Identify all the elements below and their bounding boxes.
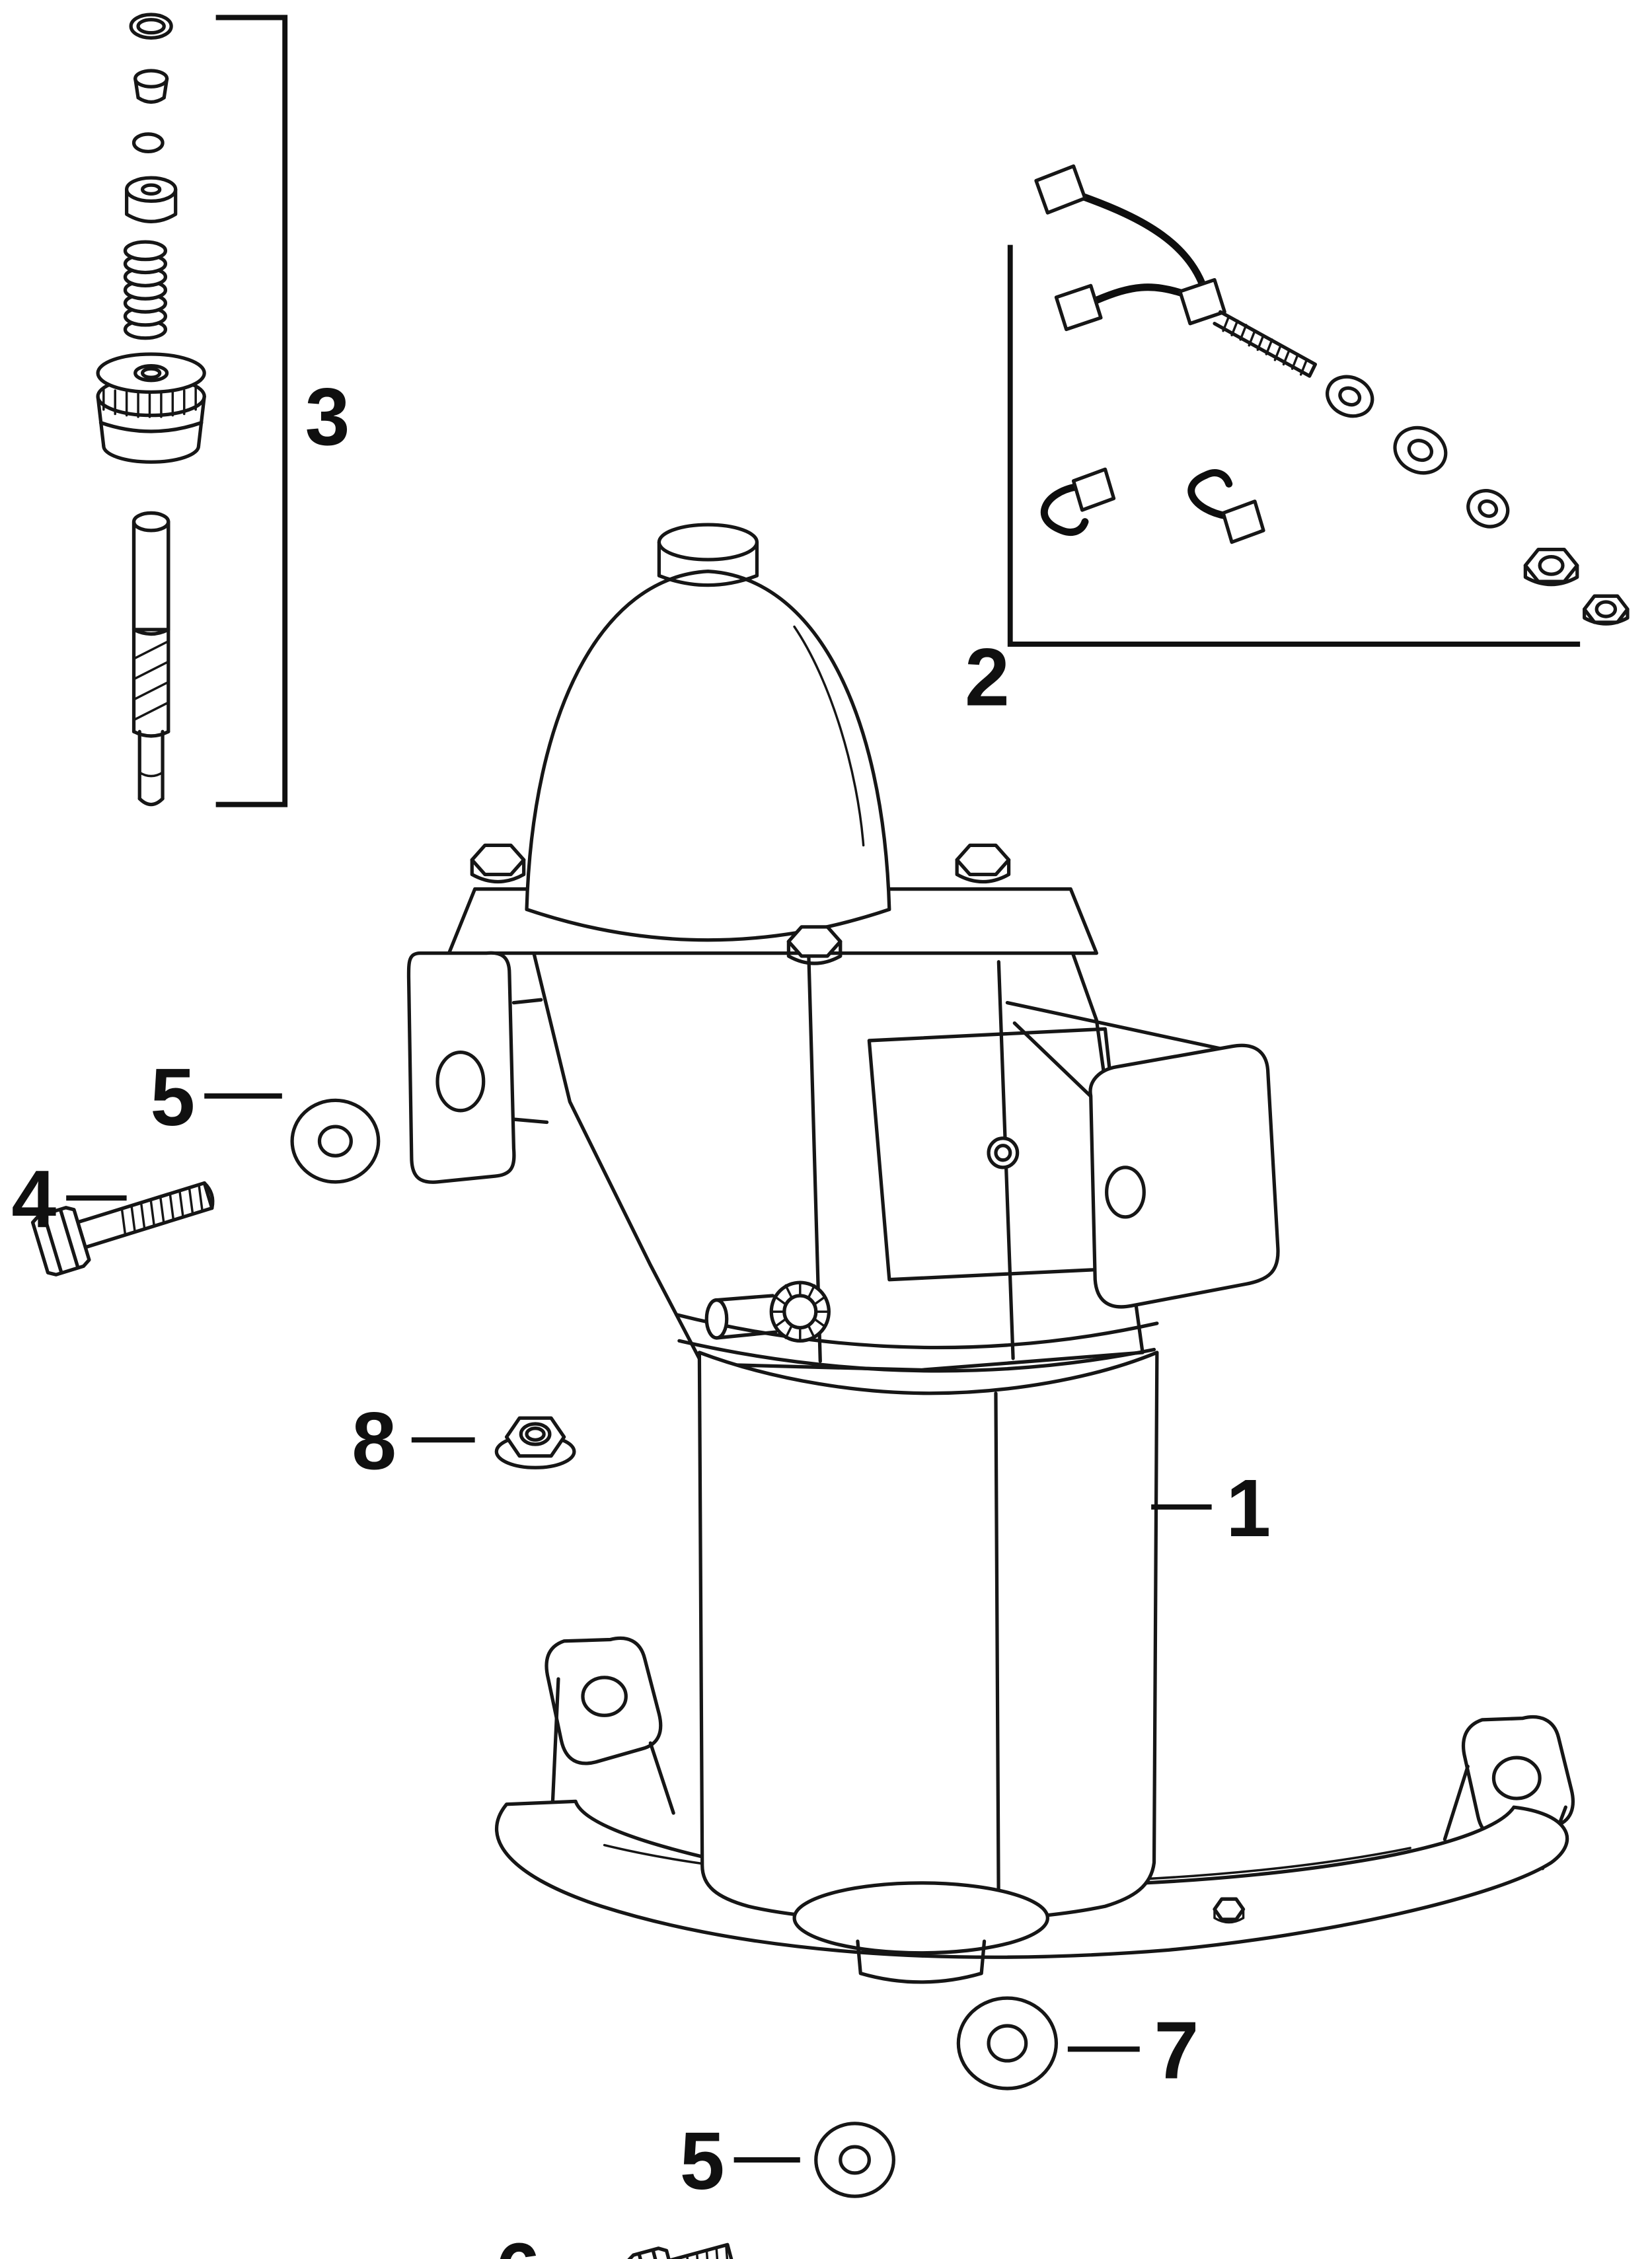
- washer-lower-drawing: [814, 2122, 895, 2198]
- callout-4-label: 4: [11, 1154, 56, 1245]
- callout-5-upper-label: 5: [150, 1052, 195, 1143]
- stud-washer-drawing: [1326, 375, 1374, 418]
- spring-drawing: [123, 240, 168, 340]
- callout-1-label: 1: [1226, 1463, 1271, 1554]
- pinion-stop-drawing: [133, 69, 169, 104]
- brush-wire: [1075, 192, 1210, 299]
- locknut-drawing: [494, 1416, 576, 1469]
- brush-block: [1221, 500, 1265, 544]
- shaft-stub: [704, 1280, 831, 1343]
- brush-wire: [1092, 283, 1189, 304]
- brush-kit-drawing: [1034, 164, 1630, 626]
- spacer-ring-drawing: [131, 132, 165, 154]
- brush-block: [1178, 278, 1226, 326]
- drive-shaft-drawing: [131, 511, 170, 807]
- callout-2-label: 2: [965, 632, 1010, 723]
- flange-bolt-drawing: [470, 843, 526, 884]
- mount-ear-right: [1443, 1715, 1575, 1870]
- motor-cylinder: [697, 1351, 1159, 1924]
- pinion-gear-drawing: [96, 352, 206, 464]
- left-bracket: [406, 951, 549, 1184]
- stud-washer-drawing: [1393, 426, 1448, 475]
- flange-bolt-drawing: [955, 843, 1011, 884]
- terminal-stud-drawing: [1213, 310, 1318, 378]
- spacer-bushing-drawing: [125, 176, 178, 223]
- right-bracket: [987, 1000, 1280, 1309]
- callout-8-label: 8: [352, 1396, 396, 1487]
- callout-3-bracket: [215, 15, 288, 807]
- drive-assembly-drawing: [96, 13, 206, 807]
- plate-bolt-drawing: [1213, 1897, 1246, 1924]
- washer-large-drawing: [956, 1996, 1059, 2091]
- callout-5-lower-label: 5: [680, 2116, 725, 2207]
- brush-block: [1034, 164, 1087, 215]
- nose-dome: [525, 523, 891, 942]
- brush-wire: [1040, 483, 1089, 536]
- washer-upper-drawing: [290, 1098, 381, 1184]
- mount-ear-left: [544, 1636, 675, 1815]
- screw-short-drawing: [626, 2242, 735, 2259]
- flange-bolt-drawing: [786, 925, 843, 965]
- stud-nut-drawing: [1583, 594, 1630, 626]
- brush-wire: [1187, 469, 1233, 520]
- callout-7-label: 7: [1154, 2005, 1199, 2096]
- stud-nut-drawing: [1523, 547, 1579, 587]
- callout-2-bracket: [1007, 244, 1581, 647]
- bolt-long-drawing: [30, 1181, 215, 1277]
- callout-3-label: 3: [305, 371, 350, 463]
- brush-block: [1071, 467, 1116, 512]
- motor-foot: [792, 1881, 1049, 1984]
- starter-motor-drawing: [406, 523, 1575, 1984]
- callout-6-label: 6: [496, 2227, 541, 2259]
- brush-block: [1054, 283, 1103, 332]
- retaining-ring-drawing: [129, 13, 173, 40]
- lock-washer-drawing: [1466, 489, 1510, 529]
